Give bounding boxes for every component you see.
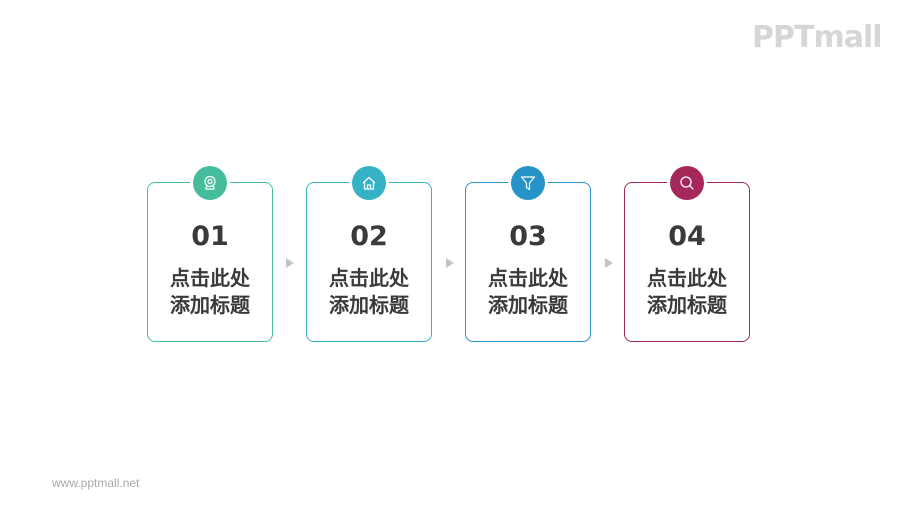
step-title: 点击此处 添加标题 — [466, 265, 590, 319]
step-badge — [349, 165, 389, 201]
step-number: 01 — [191, 221, 229, 252]
arrow-right-icon — [446, 258, 454, 268]
step-title-line2: 添加标题 — [170, 293, 250, 317]
step-badge — [508, 165, 548, 201]
search-icon — [670, 166, 704, 200]
step-card-3[interactable]: 03 点击此处 添加标题 — [465, 165, 591, 342]
step-card-2[interactable]: 02 点击此处 添加标题 — [306, 165, 432, 342]
step-badge — [667, 165, 707, 201]
step-badge — [190, 165, 230, 201]
step-card-1[interactable]: 01 点击此处 添加标题 — [147, 165, 273, 342]
step-card-4[interactable]: 04 点击此处 添加标题 — [624, 165, 750, 342]
footer-url: www.pptmall.net — [52, 476, 140, 490]
step-title: 点击此处 添加标题 — [625, 265, 749, 319]
webcam-icon — [193, 166, 227, 200]
step-title-line1: 点击此处 — [329, 266, 409, 290]
arrow-right-icon — [605, 258, 613, 268]
step-title-line1: 点击此处 — [488, 266, 568, 290]
step-title-line2: 添加标题 — [488, 293, 568, 317]
home-icon — [352, 166, 386, 200]
pptmall-logo: PPTmall — [752, 20, 883, 55]
arrow-right-icon — [286, 258, 294, 268]
funnel-icon — [511, 166, 545, 200]
step-number: 03 — [509, 221, 547, 252]
step-number: 04 — [668, 221, 706, 252]
step-number: 02 — [350, 221, 388, 252]
step-title-line1: 点击此处 — [647, 266, 727, 290]
step-title-line2: 添加标题 — [647, 293, 727, 317]
step-title: 点击此处 添加标题 — [148, 265, 272, 319]
step-title-line1: 点击此处 — [170, 266, 250, 290]
step-title-line2: 添加标题 — [329, 293, 409, 317]
step-title: 点击此处 添加标题 — [307, 265, 431, 319]
